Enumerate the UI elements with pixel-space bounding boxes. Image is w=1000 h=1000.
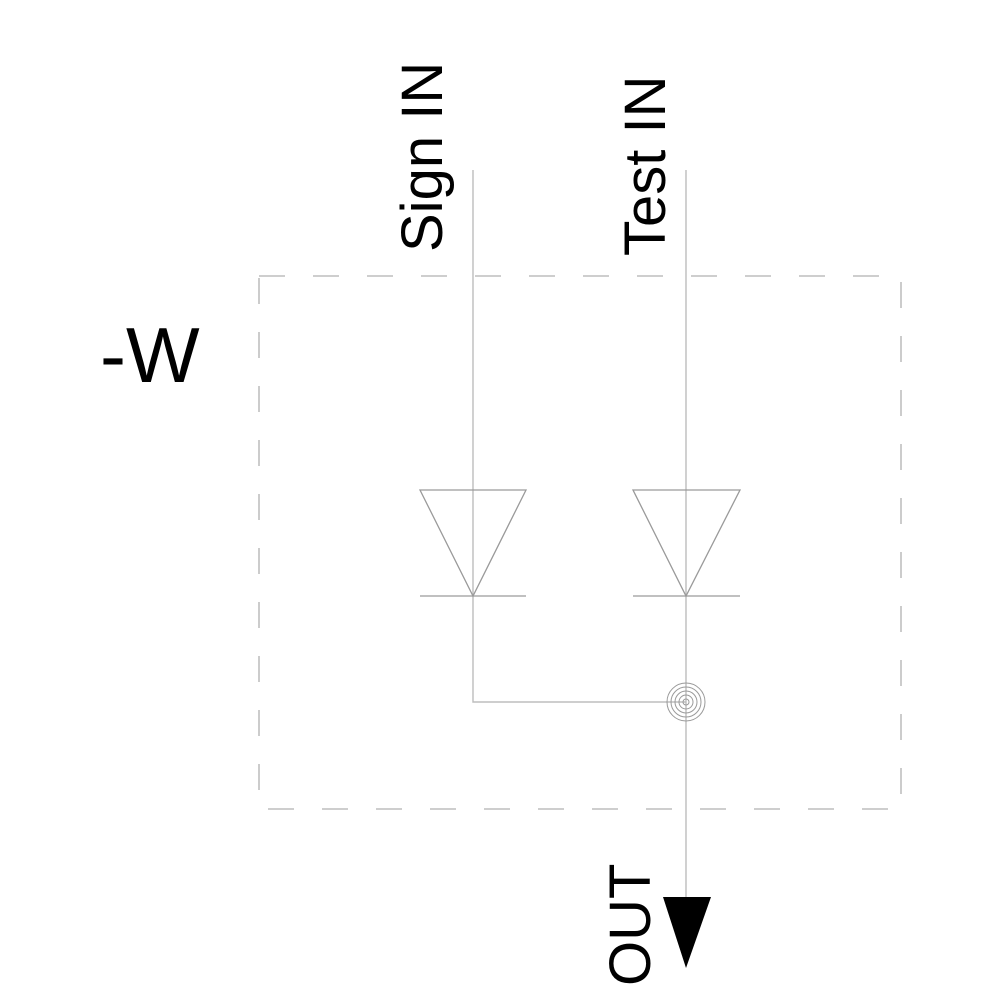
device-boundary	[258, 275, 902, 810]
diode-test	[631, 489, 742, 598]
input-label-test: Test IN	[613, 76, 678, 257]
wires	[472, 170, 687, 900]
diode-test-triangle	[631, 489, 742, 598]
output-label: OUT	[598, 864, 663, 986]
device-designator: -W	[100, 311, 200, 399]
diode-sign-triangle	[418, 489, 528, 598]
input-label-sign: Sign IN	[390, 62, 455, 252]
junction-node	[666, 682, 706, 722]
sign-to-junction-wire	[472, 596, 686, 703]
output-arrow-icon	[663, 897, 711, 968]
diode-sign	[418, 489, 528, 598]
